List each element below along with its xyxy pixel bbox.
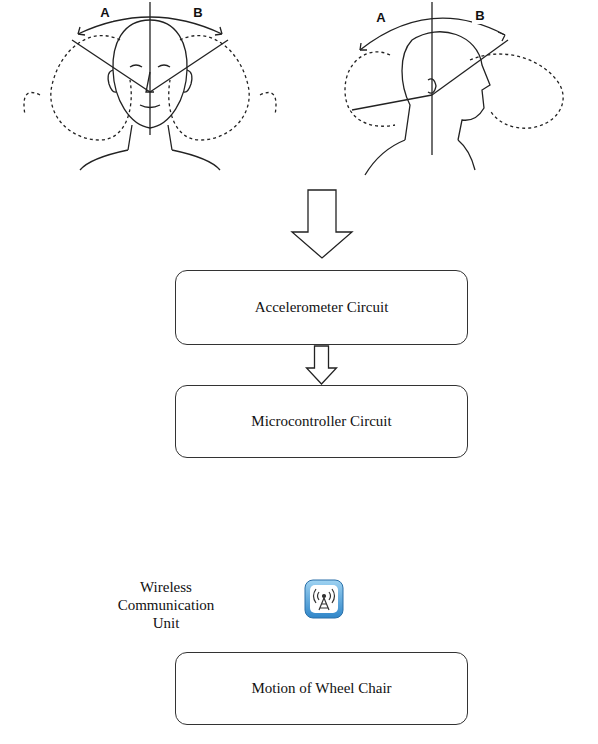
box-label: Motion of Wheel Chair bbox=[251, 680, 391, 697]
angle-label: A bbox=[373, 10, 389, 26]
angle-label: B bbox=[190, 5, 206, 21]
unit-label: Wireless Communication Unit bbox=[110, 578, 222, 632]
angle-label: B bbox=[472, 8, 488, 24]
process-box: Microcontroller Circuit bbox=[175, 385, 468, 458]
angle-label: A bbox=[97, 5, 113, 21]
process-box: Motion of Wheel Chair bbox=[175, 652, 468, 725]
block-arrow bbox=[307, 346, 337, 384]
box-label: Microcontroller Circuit bbox=[251, 413, 391, 430]
process-box: Accelerometer Circuit bbox=[175, 270, 468, 345]
box-label: Accelerometer Circuit bbox=[255, 299, 389, 316]
